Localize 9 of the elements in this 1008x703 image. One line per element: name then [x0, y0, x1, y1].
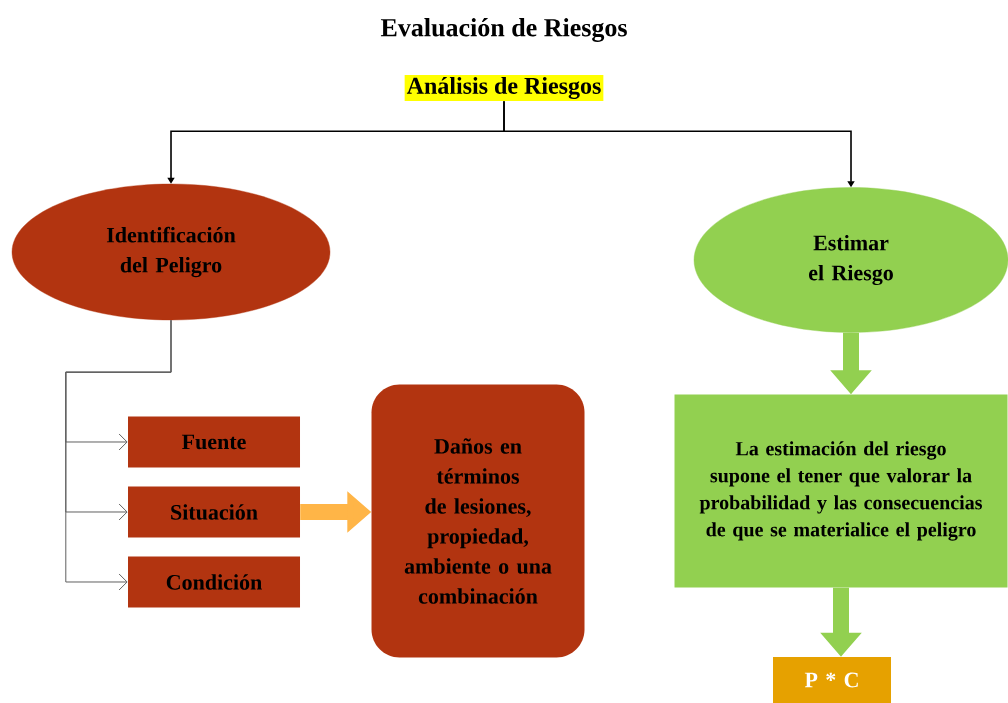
- process-box: Fuente: [128, 416, 300, 468]
- arrow: [65, 319, 172, 591]
- process-box: Situación: [128, 486, 300, 538]
- process-box: La estimación del riesgo supone el tener que valorar la probabilidad y las consecuencias de que se materialice el peligro: [674, 394, 1008, 588]
- process-box: Condición: [128, 556, 300, 608]
- result-box: P * C: [773, 657, 891, 703]
- title: Evaluación de Riesgos: [380, 18, 627, 42]
- highlighted-heading: Análisis de Riesgos: [404, 75, 604, 101]
- rounded-box: Daños en términos de lesiones, propiedad, ambiente o una combinación: [371, 384, 585, 658]
